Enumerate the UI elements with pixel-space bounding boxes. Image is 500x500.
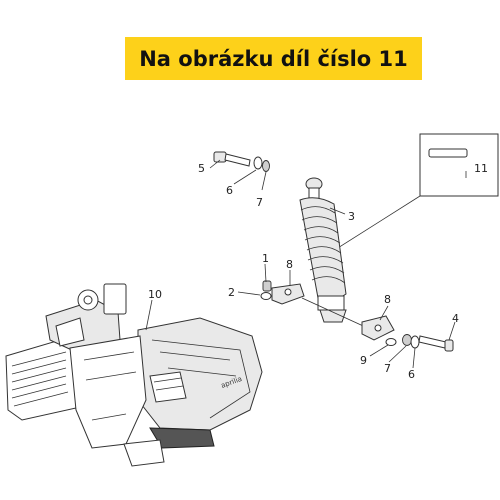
callout-3: 3: [348, 210, 355, 223]
part-number-banner: Na obrázku díl číslo 11: [125, 37, 422, 80]
callout-1: 1: [262, 252, 269, 265]
callout-9: 9: [360, 354, 367, 367]
bolt-1: [262, 280, 272, 292]
callout-8-right: 8: [384, 293, 391, 306]
callout-7-bottom: 7: [384, 362, 391, 375]
callout-7-top: 7: [256, 196, 263, 209]
callout-2: 2: [228, 286, 235, 299]
callout-8-left: 8: [286, 258, 293, 271]
banner-text: Na obrázku díl číslo 11: [139, 46, 408, 71]
bushing-9: [385, 338, 397, 346]
bracket-8-left: [271, 283, 305, 305]
engine-assembly-10: aprilia: [5, 283, 263, 467]
part-11-label-detail: [321, 133, 499, 259]
washer-6-bottom: [410, 335, 420, 349]
callout-4: 4: [452, 312, 459, 325]
washer-7-bottom: [402, 334, 412, 346]
callout-5: 5: [198, 162, 205, 175]
bolt-5: [213, 151, 251, 167]
washer-7-top: [262, 160, 270, 172]
callout-11: 11: [474, 162, 488, 175]
washer-6-top: [253, 156, 263, 170]
washer-2: [260, 292, 272, 300]
leader-lines: [145, 159, 456, 369]
shock-absorber-3: [299, 177, 347, 323]
callout-10: 10: [148, 288, 162, 301]
bracket-8-right: [361, 315, 395, 341]
callout-6-bottom: 6: [408, 368, 415, 381]
bolt-4: [418, 335, 454, 352]
callout-6-top: 6: [226, 184, 233, 197]
